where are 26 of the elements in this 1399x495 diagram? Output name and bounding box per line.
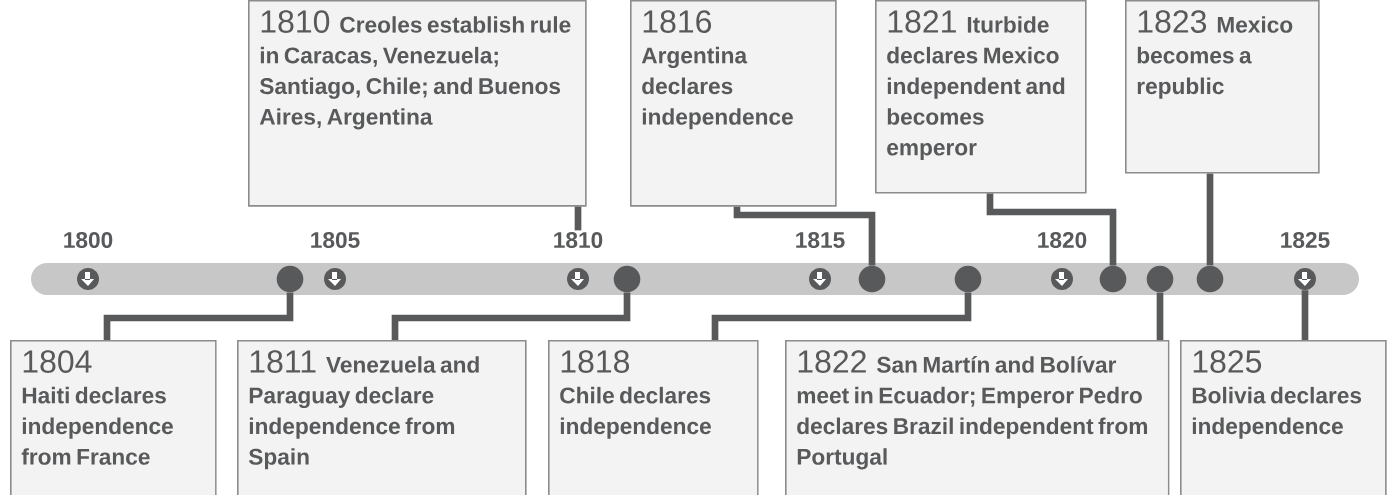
year-label: 1820 (1038, 231, 1087, 249)
leader-line (574, 206, 582, 231)
event-box: 1823 Mexico becomes a republic (1125, 0, 1320, 174)
event-box: 1816 Argentina declares independence (630, 0, 837, 207)
year-label: 1800 (64, 231, 113, 249)
event-box: 1818 Chile declares independence (548, 340, 759, 495)
year-label: 1825 (1281, 231, 1330, 249)
leader-line (986, 193, 1117, 266)
leader-line (1206, 173, 1214, 266)
timeline-dot (954, 265, 982, 293)
timeline-dot (1099, 265, 1127, 293)
year-label: 1815 (796, 231, 845, 249)
event-box: 1825 Bolivia declares independence (1180, 340, 1387, 495)
timeline-dot (1196, 265, 1224, 293)
timeline-dot (276, 265, 304, 293)
event-box: 1811 Venezuela and Paraguay declare independence from Spain (237, 340, 527, 495)
leader-line (733, 206, 876, 266)
event-box: 1810 Creoles establish rule in Caracas, Venezuela; Santiago, Chile; and Buenos Aires, Argentina (248, 0, 587, 207)
timeline-dot (1146, 265, 1174, 293)
event-box: 1821 Iturbide declares Mexico independent and becomes emperor (875, 0, 1087, 194)
timeline-dot (858, 265, 886, 293)
timeline-dot (613, 265, 641, 293)
event-box: 1822 San Martín and Bolívar meet in Ecuador; Emperor Pedro declares Brazil independent from Portugal (785, 340, 1170, 495)
event-box: 1804 Haiti declares independence from France (10, 340, 217, 495)
year-label: 1805 (311, 231, 360, 249)
year-label: 1810 (554, 231, 603, 249)
